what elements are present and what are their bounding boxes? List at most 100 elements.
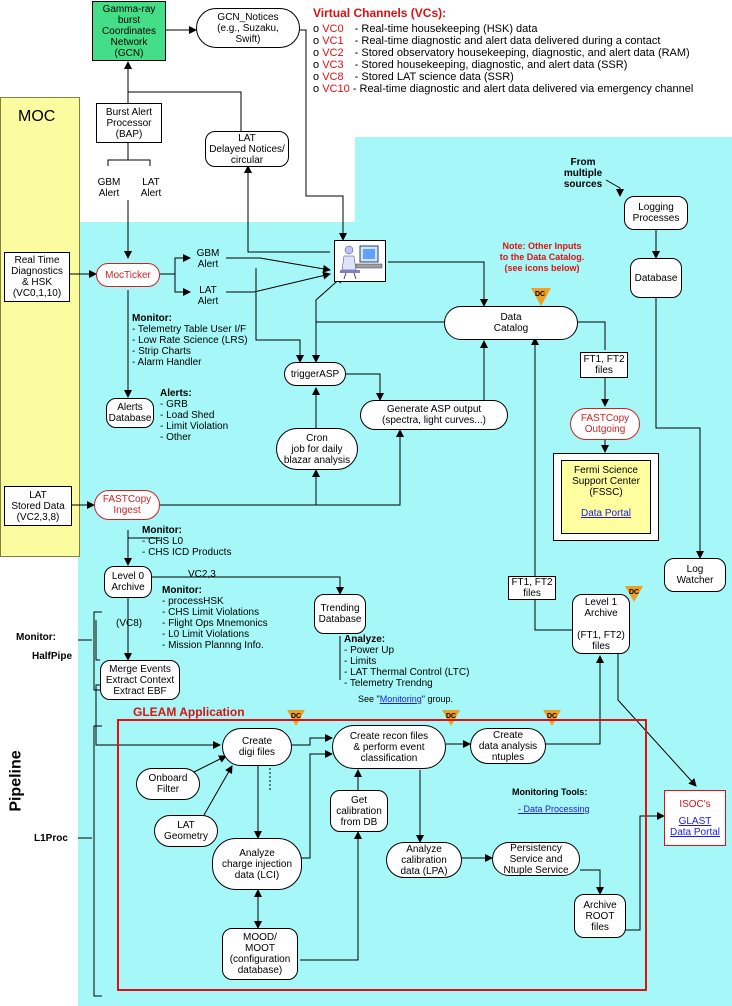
gcn-notices-box[interactable]: GCN_Notices(e.g., Suzaku,Swift) — [196, 8, 300, 48]
alerts-db-box-line: Alerts — [117, 402, 143, 413]
cron-box-line: Cron — [306, 432, 328, 444]
workstation-icon[interactable] — [334, 240, 386, 282]
monitor-ingest-list: Monitor: - CHS L0- CHS ICD Products — [142, 525, 231, 558]
gcn-notices-box-line: (e.g., Suzaku, — [217, 22, 279, 34]
monitoring-link[interactable]: Monitoring — [379, 694, 422, 704]
mocticker-box[interactable]: MocTicker — [96, 263, 160, 287]
ft-files-mid-label-line: files — [523, 588, 541, 599]
alerts-list-items: - GRB- Load Shed- Limit Violation- Other — [160, 399, 228, 443]
alerts-db-box-line: Database — [108, 413, 152, 424]
operator-icon — [340, 245, 383, 280]
lat-stored-box-line: (VC2,3,8) — [16, 511, 60, 523]
mocticker-box-line: MocTicker — [105, 269, 151, 281]
vc-desc: - Stored observatory housekeeping, diagn… — [351, 47, 690, 59]
monitor-rt-items: - Telemetry Table User I/F- Low Rate Sci… — [132, 324, 248, 368]
trending-db-box-line: Database — [318, 614, 362, 625]
vc23-label: VC2,3 — [188, 569, 216, 580]
ft-files-top-label-line: files — [595, 365, 613, 376]
gcn-box-line: Network — [110, 36, 148, 48]
vc-bullet: o — [313, 83, 323, 95]
vc-code: VC2 — [322, 47, 344, 59]
fssc-label-line: (FSSC) — [589, 487, 623, 498]
gcn-box-line: Coordinates — [102, 25, 156, 37]
alerts-list: Alerts: - GRB- Load Shed- Limit Violatio… — [160, 388, 228, 443]
create-digi-box-line: Create — [241, 736, 272, 747]
trigger-asp-box[interactable]: triggerASP — [284, 362, 346, 386]
vc-desc: - Stored housekeeping, diagnostic, and a… — [351, 59, 628, 71]
gbm-alert-right-line: Alert — [197, 259, 219, 270]
vc-code: VC1 — [322, 35, 344, 47]
level1-box-line: Level 1 — [584, 596, 618, 608]
lat-delayed-box-line: Delayed Notices/ — [209, 143, 285, 155]
vc-row-vc2: o VC2 - Stored observatory housekeeping,… — [313, 47, 690, 59]
persistency-box-line: Service and — [509, 853, 563, 865]
gcn-box-line: Gamma-ray — [102, 3, 156, 15]
logging-box-line: Logging — [638, 202, 674, 213]
create-recon-box-line: & perform event — [353, 741, 425, 753]
level1-box-line — [600, 619, 603, 630]
fssc-data-portal-link[interactable]: Data Portal — [580, 508, 632, 519]
analyze-lpa-box-line: Analyze — [406, 843, 442, 855]
onboard-filter-box-line: Filter — [156, 784, 180, 795]
list-item: - Alarm Handler — [132, 357, 202, 368]
analyze-lpa-box-line: data (LPA) — [400, 865, 448, 877]
vc-desc: - Real-time housekeeping (HSK) data — [351, 23, 538, 35]
generate-asp-box[interactable]: Generate ASP output(spectra, light curve… — [360, 400, 508, 430]
generate-asp-box-line: (spectra, light curves...) — [382, 415, 486, 426]
mood-box-line: MOOD/ — [243, 932, 277, 943]
dc-icon-gleam-1 — [287, 710, 305, 726]
data-processing-link[interactable]: - Data Processing — [518, 804, 590, 814]
monitor-ingest-title: Monitor: — [142, 525, 182, 536]
database-box[interactable]: Database — [630, 258, 682, 298]
bap-box-line: Burst Alert — [105, 106, 153, 118]
level1-box-line: Archive — [584, 607, 618, 619]
vc-bullet: o — [313, 59, 323, 71]
isoc-label-line: ISOC's — [679, 798, 711, 810]
list-item: - LAT Thermal Control (LTC) — [344, 667, 470, 678]
lat-geometry-box-line: LAT — [177, 820, 195, 831]
lat-stored-box-line: Stored Data — [11, 500, 65, 512]
isoc-glast-data-portal-link-line: GLAST — [678, 815, 712, 827]
lat-delayed-box-line: LAT — [238, 132, 256, 144]
dc-label-gleam-2: DC — [446, 713, 457, 720]
onboard-filter-box-line: Onboard — [148, 773, 188, 784]
create-ntuples-box-line: ntuples — [491, 751, 525, 763]
vc-row-vc3: o VC3 - Stored housekeeping, diagnostic,… — [313, 59, 627, 71]
fastcopy-out-box-line: Outgoing — [584, 424, 626, 435]
gcn-box-line: (GCN) — [114, 47, 144, 59]
fssc-label-line: Support Center — [572, 476, 640, 487]
see-monitoring-note: See "Monitoring" group. — [358, 694, 453, 705]
level0-box-line: Archive — [111, 582, 145, 593]
list-item: - processHSK — [162, 596, 224, 607]
